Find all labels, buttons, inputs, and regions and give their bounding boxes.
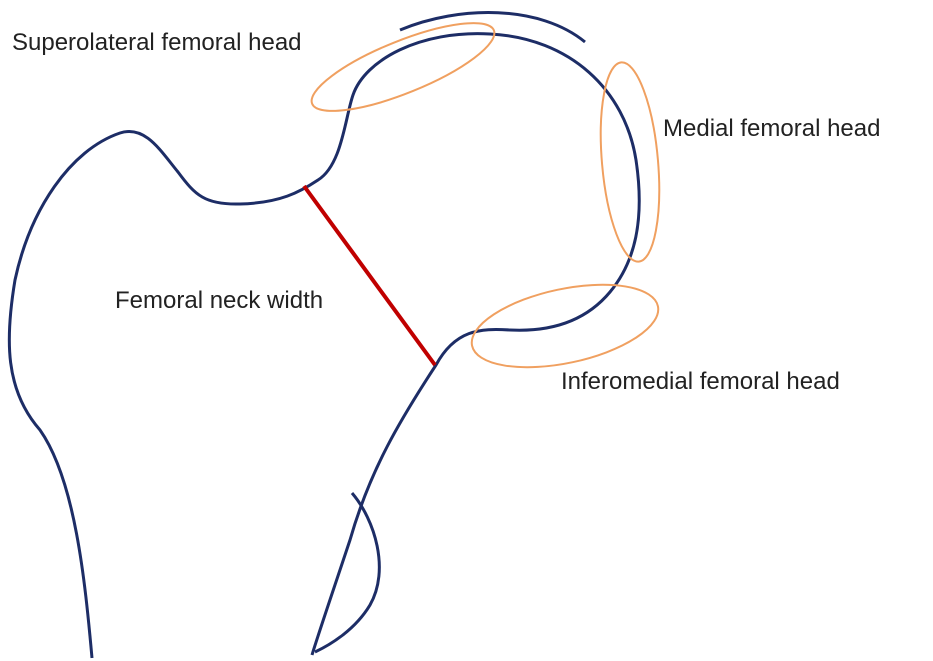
femoral-neck-width-label: Femoral neck width	[115, 289, 323, 313]
lesser-trochanter	[315, 493, 379, 652]
superolateral-region-ellipse	[302, 6, 503, 128]
femoral-neck-width-line	[304, 186, 435, 365]
superolateral-femoral-head-label: Superolateral femoral head	[12, 31, 302, 55]
femur-outline	[9, 34, 639, 658]
medial-region-ellipse	[593, 60, 666, 264]
inferomedial-femoral-head-label: Inferomedial femoral head	[561, 370, 840, 394]
inferomedial-region-ellipse	[464, 270, 665, 382]
medial-femoral-head-label: Medial femoral head	[663, 117, 880, 141]
